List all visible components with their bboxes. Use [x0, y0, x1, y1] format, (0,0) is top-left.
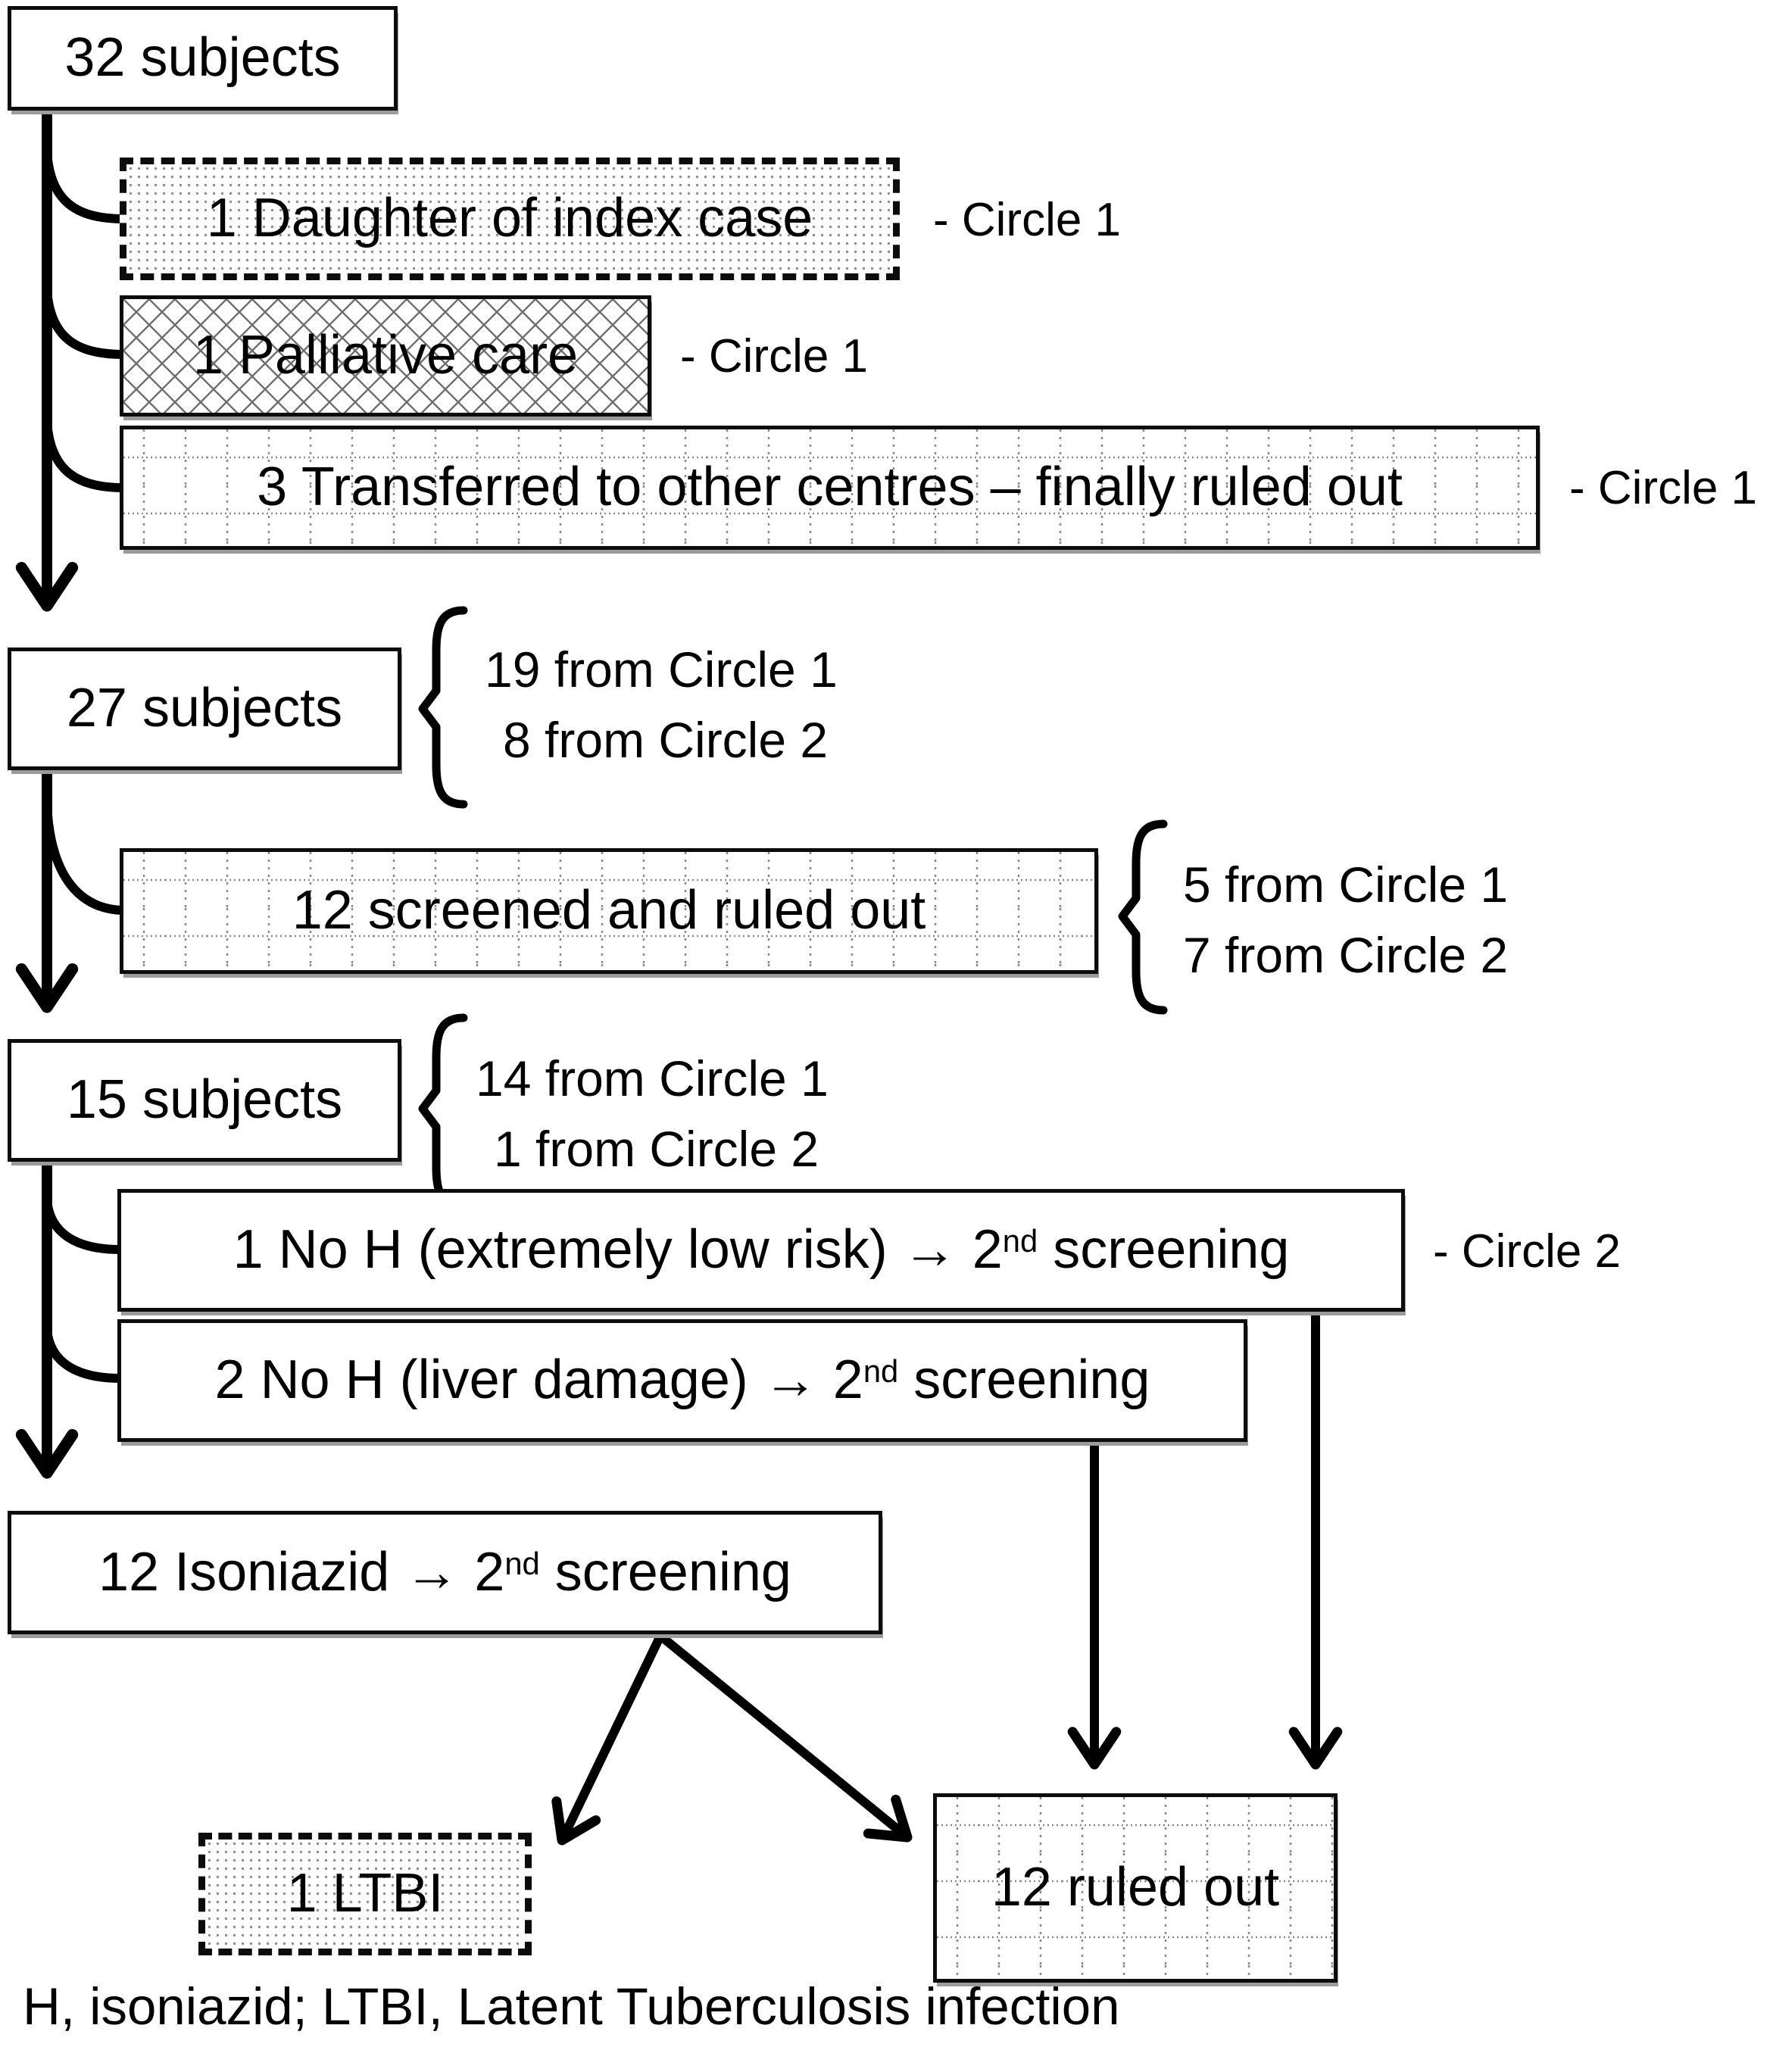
dotted-grid-pattern: [937, 1797, 1334, 1979]
node-outcome-ruledout: 12 ruled out: [933, 1793, 1338, 1983]
breakdown-line: 8 from Circle 2: [503, 712, 829, 768]
note-circle2-noh-lowrisk: - Circle 2: [1433, 1225, 1622, 1278]
branch-to-noh-liver: [42, 1325, 125, 1383]
node-excluded-screened-label: 12 screened and ruled out: [292, 880, 926, 941]
label-superscript: nd: [1002, 1223, 1038, 1259]
arrow-isoniazid-to-ltbi: [551, 1631, 665, 1846]
branch-to-noh-lowrisk: [42, 1196, 125, 1254]
dotted-pattern: [126, 164, 893, 273]
node-32-subjects: 32 subjects: [8, 6, 398, 111]
note-circle1-daughter: - Circle 1: [933, 194, 1122, 246]
label-text: screening: [1038, 1219, 1290, 1281]
breakdown-line: 14 from Circle 1: [476, 1050, 829, 1106]
node-27-subjects: 27 subjects: [8, 648, 401, 770]
breakdown-27-subjects: 19 from Circle 1 8 from Circle 2: [485, 635, 838, 775]
node-excluded-transferred-label: 3 Transferred to other centres – finally…: [257, 457, 1403, 518]
node-excluded-screened: 12 screened and ruled out: [120, 848, 1098, 974]
note-circle1-palliative: - Circle 1: [680, 330, 869, 382]
node-excluded-palliative-label: 1 Palliative care: [192, 325, 579, 386]
breakdown-line: 7 from Circle 2: [1183, 927, 1509, 983]
node-isoniazid-label: 12 Isoniazid → 2nd screening: [98, 1541, 791, 1602]
node-27-subjects-label: 27 subjects: [66, 678, 343, 739]
node-outcome-ruledout-label: 12 ruled out: [991, 1857, 1280, 1918]
breakdown-line: 19 from Circle 1: [485, 641, 838, 697]
node-noh-liver: 2 No H (liver damage) → 2nd screening: [117, 1319, 1247, 1442]
breakdown-line: 5 from Circle 1: [1183, 857, 1509, 913]
label-text: 12 Isoniazid → 2: [98, 1541, 505, 1602]
node-isoniazid: 12 Isoniazid → 2nd screening: [8, 1511, 882, 1634]
crosshatch-pattern: [123, 299, 648, 413]
node-15-subjects: 15 subjects: [8, 1039, 401, 1162]
dotted-grid-pattern: [123, 852, 1094, 970]
label-text: 2 No H (liver damage) → 2: [214, 1350, 863, 1411]
node-outcome-ltbi-label: 1 LTBI: [286, 1863, 444, 1924]
node-excluded-palliative: 1 Palliative care: [120, 295, 651, 417]
brace-15-breakdown: [418, 1013, 468, 1212]
note-circle1-transferred: - Circle 1: [1569, 462, 1758, 514]
dotted-grid-pattern: [123, 429, 1536, 546]
node-noh-liver-label: 2 No H (liver damage) → 2nd screening: [214, 1350, 1150, 1411]
breakdown-15-subjects: 14 from Circle 1 1 from Circle 2: [476, 1044, 829, 1184]
node-noh-lowrisk: 1 No H (extremely low risk) → 2nd screen…: [117, 1189, 1405, 1312]
branch-to-daughter: [42, 147, 127, 223]
branch-to-palliative: [42, 285, 127, 359]
node-outcome-ltbi: 1 LTBI: [198, 1833, 532, 1955]
label-text: screening: [898, 1350, 1150, 1411]
node-noh-lowrisk-label: 1 No H (extremely low risk) → 2nd screen…: [233, 1219, 1290, 1281]
abbreviation-footnote: H, isoniazid; LTBI, Latent Tuberculosis …: [23, 1977, 1120, 2036]
label-superscript: nd: [504, 1545, 540, 1581]
branch-to-transferred: [42, 417, 127, 492]
breakdown-screened: 5 from Circle 1 7 from Circle 2: [1183, 850, 1508, 991]
arrow-isoniazid-to-ruledout: [656, 1631, 913, 1843]
brace-27-breakdown: [418, 606, 468, 809]
breakdown-line: 1 from Circle 2: [494, 1121, 819, 1177]
node-excluded-daughter-label: 1 Daughter of index case: [206, 188, 813, 249]
node-15-subjects-label: 15 subjects: [66, 1069, 343, 1131]
label-text: screening: [539, 1541, 791, 1602]
node-excluded-daughter: 1 Daughter of index case: [120, 158, 900, 280]
label-text: 1 No H (extremely low risk) → 2: [233, 1219, 1003, 1281]
dotted-pattern: [205, 1840, 525, 1949]
brace-screened-breakdown: [1118, 819, 1168, 1015]
node-32-subjects-label: 32 subjects: [64, 27, 341, 89]
label-superscript: nd: [863, 1353, 899, 1390]
branch-to-screened: [42, 800, 127, 915]
node-excluded-transferred: 3 Transferred to other centres – finally…: [120, 426, 1540, 550]
